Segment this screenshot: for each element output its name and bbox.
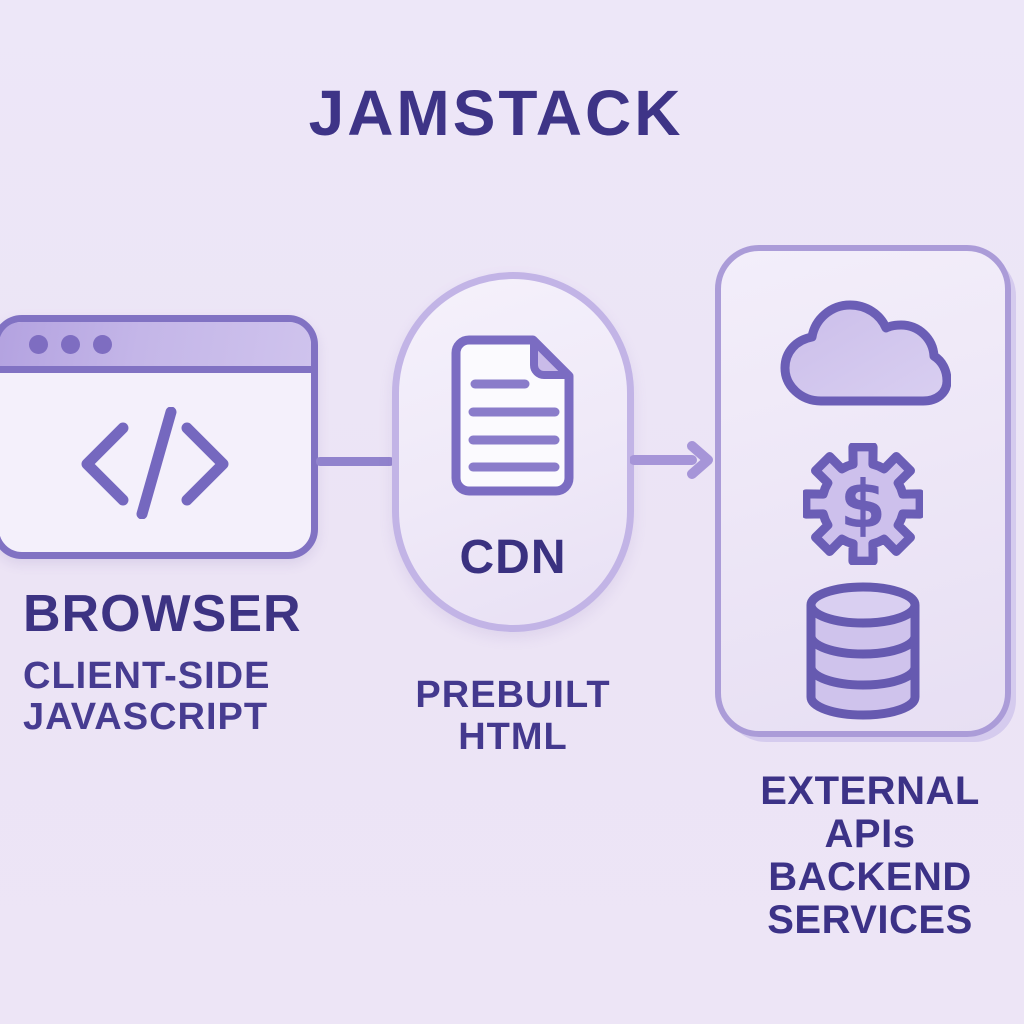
cloud-icon: [780, 300, 951, 406]
browser-caption: BROWSER CLIENT-SIDE JAVASCRIPT: [23, 586, 302, 738]
window-dot-icon: [93, 334, 112, 354]
document-icon: [451, 335, 574, 496]
window-dot-icon: [61, 334, 80, 354]
connector-cdn-to-services-arrow: [630, 441, 713, 479]
dollar-glyph: $: [840, 466, 886, 543]
browser-window-node: [0, 315, 318, 559]
services-node-label: EXTERNAL APIs BACKEND SERVICES: [760, 769, 980, 942]
code-icon: [81, 406, 229, 519]
external-services-node: $: [715, 245, 1011, 737]
cdn-node-sublabel: PREBUILT HTML: [415, 674, 611, 758]
browser-titlebar: [0, 322, 311, 373]
cdn-node-label: CDN: [459, 531, 567, 584]
browser-viewport: [0, 373, 311, 552]
cdn-node: CDN: [392, 272, 634, 632]
browser-node-sublabel: CLIENT-SIDE JAVASCRIPT: [23, 655, 271, 738]
browser-node-label: BROWSER: [23, 585, 302, 643]
page-title: JAMSTACK: [308, 77, 684, 149]
connector-browser-to-cdn: [316, 457, 394, 466]
gear-dollar-icon: $: [803, 443, 923, 565]
window-dot-icon: [29, 334, 48, 354]
database-icon: [806, 582, 920, 720]
